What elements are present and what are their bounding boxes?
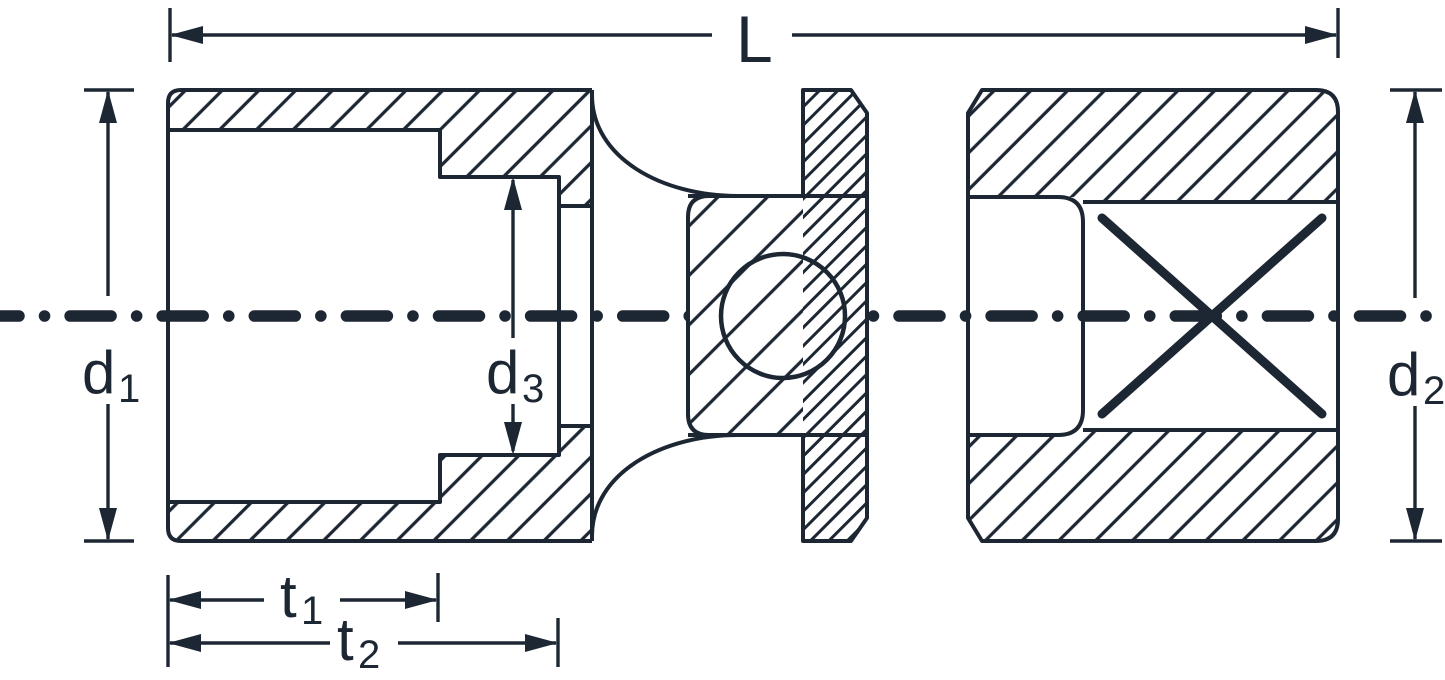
- left-socket-cup: [166, 88, 594, 543]
- arrow-up: [504, 177, 522, 210]
- arrow-right: [1305, 26, 1338, 44]
- yoke-arm: [688, 88, 869, 543]
- dim-label-t1-sub: 1: [301, 589, 323, 633]
- dim-label-d2: d: [1387, 341, 1420, 408]
- dim-label-d1-sub: 1: [118, 367, 140, 411]
- right-body-slot-face-and-hole-wall: [968, 195, 1085, 437]
- dim-label-d1: d: [82, 339, 115, 406]
- right-body-outline: [966, 88, 1340, 543]
- dim-label-t1: t: [280, 563, 297, 630]
- dimension-t1: t 1: [166, 563, 440, 667]
- yoke-arm-outline: [801, 88, 869, 543]
- right-drive-body: [966, 88, 1340, 543]
- left-socket-inner-profile: [168, 128, 561, 504]
- left-socket-hatch-top: [168, 90, 592, 206]
- neck-curve-bottom: [590, 433, 739, 537]
- right-body-hatch-bottom: [968, 430, 1338, 541]
- yoke-arm-hatch: [803, 90, 867, 541]
- pin-hole-circle: [718, 251, 848, 381]
- dim-label-d3: d: [486, 339, 519, 406]
- dimension-overall-length: L: [168, 2, 1340, 76]
- square-drive-cross-icon: [1097, 213, 1327, 419]
- arrow-down: [504, 422, 522, 455]
- right-body-hatch-top: [968, 90, 1338, 202]
- neck-curve-top: [590, 94, 739, 198]
- arrow-right: [525, 634, 558, 652]
- dim-label-L: L: [736, 2, 773, 76]
- dim-label-d2-sub: 2: [1423, 369, 1445, 413]
- arrow-left: [170, 26, 203, 44]
- arrow-down: [99, 508, 117, 541]
- dim-label-t2-sub: 2: [358, 633, 380, 677]
- dimension-t2: t 2: [168, 606, 560, 677]
- left-socket-hatch-bottom: [168, 426, 592, 541]
- arrow-up: [1406, 90, 1424, 123]
- dimension-d2: d 2: [1387, 88, 1445, 543]
- dimension-d1: d 1: [82, 88, 140, 543]
- dim-label-d3-sub: 3: [522, 367, 544, 411]
- dim-label-t2: t: [337, 606, 354, 673]
- left-socket-outer-profile: [166, 88, 592, 543]
- arrow-up: [99, 90, 117, 123]
- arrow-down: [1406, 508, 1424, 541]
- arrow-right: [405, 591, 438, 609]
- dimension-d3: d 3: [486, 177, 544, 455]
- arrow-left: [168, 591, 201, 609]
- arrow-left: [168, 634, 201, 652]
